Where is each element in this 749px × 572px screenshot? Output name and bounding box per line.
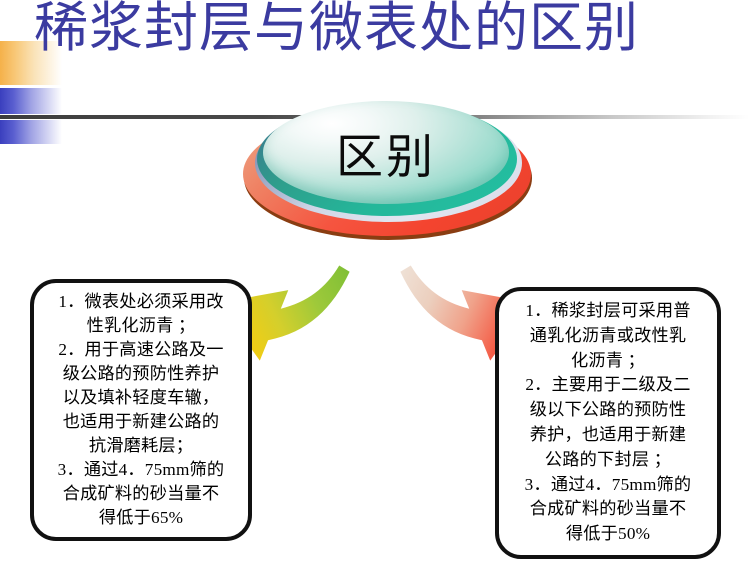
- micro-surfacing-callout: 1．微表处必须采用改 性乳化沥青 ； 2．用于高速公路及一 级公路的预防性养护 …: [30, 279, 252, 541]
- decorative-blue-bar-top: [0, 88, 62, 114]
- slurry-seal-callout: 1．稀浆封层可采用普 通乳化沥青或改性乳 化沥青 ； 2．主要用于二级及二 级以…: [495, 287, 721, 559]
- micro-surfacing-callout-text: 1．微表处必须采用改 性乳化沥青 ； 2．用于高速公路及一 级公路的预防性养护 …: [57, 291, 225, 528]
- hero-label: 区别: [336, 132, 436, 184]
- hero-ellipse-graphic: 区别: [236, 98, 536, 248]
- slurry-seal-callout-text: 1．稀浆封层可采用普 通乳化沥青或改性乳 化沥青 ； 2．主要用于二级及二 级以…: [524, 301, 692, 544]
- decorative-orange-bar: [0, 41, 62, 85]
- decorative-blue-bar-bottom: [0, 120, 62, 144]
- ellipse-layer-glass-top: [263, 101, 509, 204]
- page-title: 稀浆封层与微表处的区别: [34, 0, 639, 58]
